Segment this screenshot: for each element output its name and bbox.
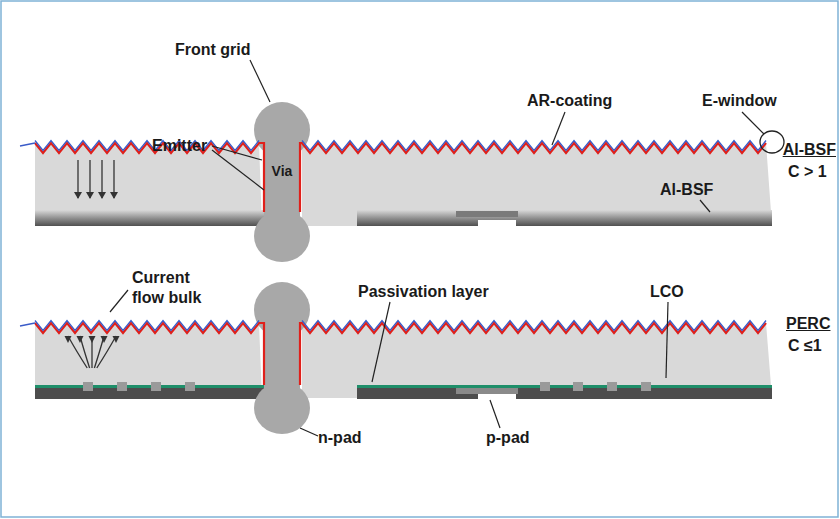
part-label: C > 1 — [788, 162, 827, 182]
current-arrow — [77, 160, 78, 198]
part-label: AR-coating — [527, 91, 612, 111]
passivation-layer — [35, 385, 265, 388]
rear-metal — [35, 388, 265, 399]
p-pad — [456, 211, 518, 217]
ar-coating — [302, 141, 766, 151]
ar-coating — [302, 321, 766, 331]
part-label: Passivation layer — [358, 282, 489, 302]
al-bsf-layer — [35, 210, 265, 226]
via — [264, 320, 300, 402]
ar-coating — [35, 321, 259, 331]
lco-contact — [573, 382, 583, 391]
part-label: Al-BSF — [783, 140, 836, 160]
gap — [302, 224, 357, 226]
current-arrow — [89, 160, 90, 198]
arrowhead — [77, 336, 84, 343]
silicon-bulk — [302, 323, 772, 398]
lco-contact — [641, 382, 651, 391]
arrowhead — [65, 336, 72, 343]
emitter — [35, 323, 264, 385]
leader-lines — [110, 60, 784, 436]
part-label: C ≤1 — [788, 336, 822, 356]
emitter — [300, 143, 766, 212]
part-label: Emitter — [152, 136, 207, 156]
part-label: Current flow bulk — [132, 268, 218, 308]
part-label: LCO — [650, 282, 684, 302]
cell-cross-sections — [20, 102, 772, 434]
via — [264, 140, 300, 230]
current-arrow — [101, 160, 102, 198]
lco-contact — [540, 382, 550, 391]
part-label: p-pad — [486, 428, 530, 448]
part-label: Front grid — [175, 40, 251, 60]
ar-coating — [20, 143, 35, 146]
lco-contact — [185, 382, 195, 391]
current-arrow — [97, 336, 116, 368]
part-label: Via — [272, 163, 293, 181]
lco-contact — [117, 382, 127, 391]
arrowhead — [113, 336, 120, 343]
current-arrow — [80, 336, 90, 368]
p-pad — [456, 388, 518, 394]
arrowhead — [89, 336, 96, 343]
rear-metal — [357, 388, 772, 399]
al-bsf-layer — [357, 210, 772, 226]
ar-coating — [20, 323, 35, 326]
emitter — [300, 323, 766, 385]
ar-coating — [35, 141, 259, 151]
current-arrow — [113, 160, 114, 198]
part-label: n-pad — [318, 428, 362, 448]
arrowhead — [101, 336, 108, 343]
silicon-bulk — [302, 143, 772, 226]
lco-contact — [151, 382, 161, 391]
part-label: E-window — [702, 91, 777, 111]
lco-contact — [607, 382, 617, 391]
part-label: PERC — [786, 314, 830, 334]
gap — [478, 220, 516, 228]
passivation-layer — [357, 385, 772, 388]
emitter — [35, 143, 264, 212]
lco-contact — [83, 382, 93, 391]
part-label: Al-BSF — [660, 180, 713, 200]
